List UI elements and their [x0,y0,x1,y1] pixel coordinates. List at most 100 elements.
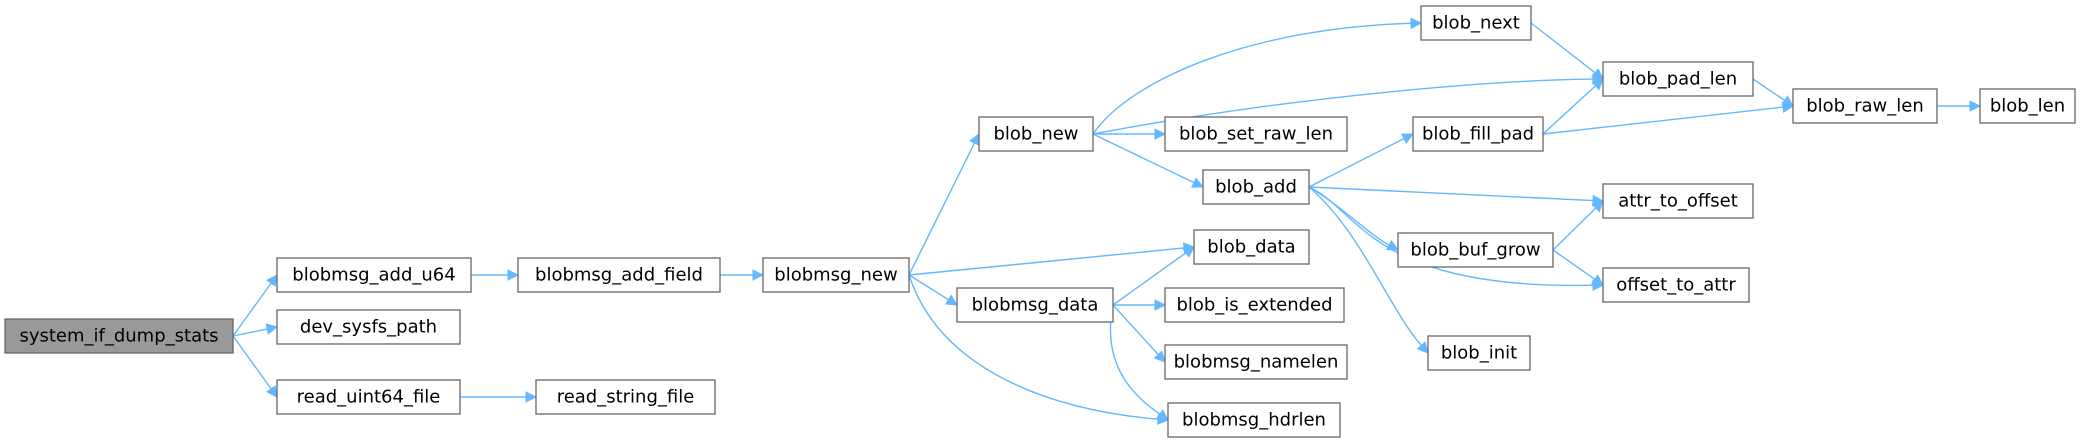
node-box-blobmsg_hdrlen[interactable] [1167,402,1341,438]
node-label-blob_is_extended: blob_is_extended [1176,295,1332,316]
arrowhead-blob_add-to-blob_init [1416,341,1429,354]
node-box-blob_fill_pad[interactable] [1412,116,1544,152]
edge-blob_new-to-blob_next [1092,22,1412,135]
edge-blob_add-to-attr_to_offset [1308,186,1594,202]
node-blob_add[interactable]: blob_add [1202,169,1310,205]
node-box-blob_set_raw_len[interactable] [1164,116,1348,152]
node-blob_is_extended[interactable]: blob_is_extended [1164,287,1345,323]
edge-blobmsg_new-to-blobmsg_hdrlen [908,274,1159,420]
node-label-read_string_file: read_string_file [557,387,695,408]
node-blobmsg_add_field[interactable]: blobmsg_add_field [517,257,721,293]
arrowhead-blob_buf_grow-to-offset_to_attr [1591,274,1604,286]
edge-blobmsg_new-to-blob_data [908,247,1185,276]
node-box-blob_next[interactable] [1420,5,1532,41]
node-box-blob_len[interactable] [1979,88,2076,124]
node-blobmsg_add_u64[interactable]: blobmsg_add_u64 [276,257,472,293]
node-label-blob_add: blob_add [1215,177,1297,198]
node-label-blob_data: blob_data [1207,237,1295,258]
edge-blob_buf_grow-to-offset_to_attr [1552,249,1596,280]
arrowhead-blobmsg_add_u64-to-blobmsg_add_field [507,269,520,281]
node-read_string_file[interactable]: read_string_file [535,379,716,415]
edge-blob_fill_pad-to-blob_pad_len [1542,85,1597,135]
node-box-blob_is_extended[interactable] [1164,287,1345,323]
arrowhead-system_if_dump_stats-to-blobmsg_add_u64 [266,274,278,287]
arrowhead-blobmsg_new-to-blobmsg_data [945,294,958,306]
edge-blob_add-to-blob_fill_pad [1308,137,1405,188]
node-blobmsg_new[interactable]: blobmsg_new [762,257,910,293]
edge-blob_fill_pad-to-blob_raw_len [1542,106,1784,135]
node-blob_new[interactable]: blob_new [978,116,1094,152]
nodes-layer: system_if_dump_stats blobmsg_add_u64 dev_s… [4,5,2076,438]
node-blobmsg_namelen[interactable]: blobmsg_namelen [1164,344,1348,380]
node-label-dev_sysfs_path: dev_sysfs_path [300,317,437,338]
node-box-offset_to_attr[interactable] [1602,267,1750,303]
arrowhead-blob_pad_len-to-blob_raw_len [1781,95,1794,107]
edge-blobmsg_data-to-blob_data [1112,252,1187,306]
node-box-read_uint64_file[interactable] [276,379,461,415]
node-label-blob_raw_len: blob_raw_len [1806,96,1924,117]
node-blob_raw_len[interactable]: blob_raw_len [1792,88,1938,124]
node-label-blobmsg_add_field: blobmsg_add_field [535,265,703,286]
node-blob_len[interactable]: blob_len [1979,88,2076,124]
node-blob_set_raw_len[interactable]: blob_set_raw_len [1164,116,1348,152]
node-label-system_if_dump_stats: system_if_dump_stats [19,326,218,347]
edge-blob_new-to-blob_add [1092,133,1195,184]
arrowhead-blob_add-to-blob_fill_pad [1401,133,1414,144]
edge-blob_pad_len-to-blob_raw_len [1752,78,1786,101]
node-label-blobmsg_new: blobmsg_new [774,265,897,286]
node-box-blob_add[interactable] [1202,169,1310,205]
node-box-blobmsg_new[interactable] [762,257,910,293]
arrowhead-blob_raw_len-to-blob_len [1969,100,1982,112]
node-blob_buf_grow[interactable]: blob_buf_grow [1397,232,1554,268]
arrowhead-blob_new-to-blob_next [1410,17,1423,30]
arrowhead-system_if_dump_stats-to-read_uint64_file [266,385,278,398]
arrowhead-blobmsg_new-to-blob_new [969,132,980,146]
node-blobmsg_data[interactable]: blobmsg_data [956,287,1114,323]
edge-blob_next-to-blob_pad_len [1530,22,1596,74]
node-offset_to_attr[interactable]: offset_to_attr [1602,267,1750,303]
edge-system_if_dump_stats-to-blobmsg_add_u64 [232,282,272,337]
node-box-blobmsg_add_u64[interactable] [276,257,472,293]
node-attr_to_offset[interactable]: attr_to_offset [1602,183,1754,219]
node-box-read_string_file[interactable] [535,379,716,415]
node-box-blob_new[interactable] [978,116,1094,152]
node-label-blob_pad_len: blob_pad_len [1619,69,1737,90]
node-box-blob_data[interactable] [1193,229,1310,265]
node-blob_fill_pad[interactable]: blob_fill_pad [1412,116,1544,152]
node-label-blob_fill_pad: blob_fill_pad [1422,124,1534,145]
node-label-blobmsg_add_u64: blobmsg_add_u64 [292,265,455,286]
node-system_if_dump_stats[interactable]: system_if_dump_stats [4,318,234,354]
node-box-blob_raw_len[interactable] [1792,88,1938,124]
node-box-blobmsg_namelen[interactable] [1164,344,1348,380]
arrowhead-read_uint64_file-to-read_string_file [525,391,538,403]
edge-blob_buf_grow-to-attr_to_offset [1552,207,1597,251]
edge-blobmsg_new-to-blob_new [908,142,976,276]
node-blob_next[interactable]: blob_next [1420,5,1532,41]
node-blob_pad_len[interactable]: blob_pad_len [1602,61,1754,97]
node-blob_data[interactable]: blob_data [1193,229,1310,265]
node-label-blob_init: blob_init [1441,343,1517,364]
edge-blob_add-to-offset_to_attr [1308,186,1594,286]
edge-blobmsg_data-to-blobmsg_hdrlen [1109,304,1161,415]
arrowhead-blob_next-to-blob_pad_len [1591,67,1604,80]
node-box-attr_to_offset[interactable] [1602,183,1754,219]
node-box-blobmsg_data[interactable] [956,287,1114,323]
edge-system_if_dump_stats-to-dev_sysfs_path [232,328,268,337]
node-label-blob_set_raw_len: blob_set_raw_len [1179,124,1333,145]
node-box-blob_buf_grow[interactable] [1397,232,1554,268]
node-dev_sysfs_path[interactable]: dev_sysfs_path [276,309,461,345]
node-box-blob_pad_len[interactable] [1602,61,1754,97]
edge-blobmsg_data-to-blobmsg_namelen [1112,304,1159,356]
node-box-blob_init[interactable] [1427,335,1531,371]
node-box-blobmsg_add_field[interactable] [517,257,721,293]
node-box-dev_sysfs_path[interactable] [276,309,461,345]
node-box-system_if_dump_stats[interactable] [4,318,234,354]
node-blobmsg_hdrlen[interactable]: blobmsg_hdrlen [1167,402,1341,438]
node-blob_init[interactable]: blob_init [1427,335,1531,371]
node-label-blob_new: blob_new [993,124,1078,145]
arrowhead-blob_buf_grow-to-attr_to_offset [1591,200,1604,213]
node-read_uint64_file[interactable]: read_uint64_file [276,379,461,415]
node-label-blobmsg_data: blobmsg_data [972,295,1099,316]
node-label-read_uint64_file: read_uint64_file [297,387,441,408]
